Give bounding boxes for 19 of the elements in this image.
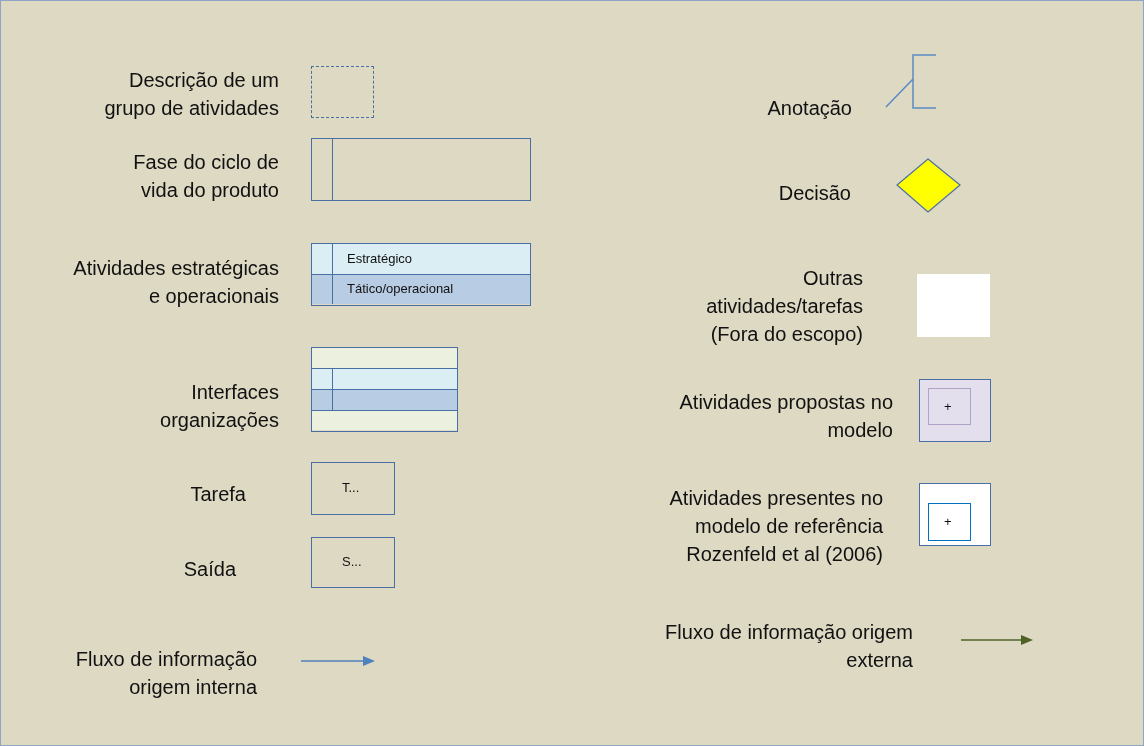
box-text: S... [342, 554, 362, 569]
legend-label: Atividades estratégicas e operacionais [72, 256, 279, 309]
legend-label: Atividades presentes no modelo de referência Rozenfeld et al (2006) [668, 486, 883, 567]
legend-label: Atividades propostas no modelo [678, 390, 893, 443]
legend-label: Fluxo de informação origem externa [664, 620, 913, 673]
legend-label: Anotação [766, 96, 852, 121]
plus-sign: + [944, 399, 952, 414]
legend-label: Fase do ciclo de vida do produto [132, 150, 279, 203]
legend-label: Fluxo de informação origem interna [74, 647, 257, 700]
legend-label: Tarefa [189, 482, 246, 507]
legend-label: Saída [182, 557, 236, 582]
legend-label: Outras atividades/tarefas (Fora do escopo) [705, 266, 863, 347]
lane-title: Estratégico [347, 251, 413, 266]
legend-label: Descrição de um grupo de atividades [103, 68, 279, 121]
lane-title: Tático/operacional [347, 281, 454, 296]
legend-label: Interfaces organizações [159, 380, 279, 433]
legend-label: Decisão [777, 181, 851, 206]
plus-sign: + [944, 514, 952, 529]
box-text: T... [342, 480, 360, 495]
